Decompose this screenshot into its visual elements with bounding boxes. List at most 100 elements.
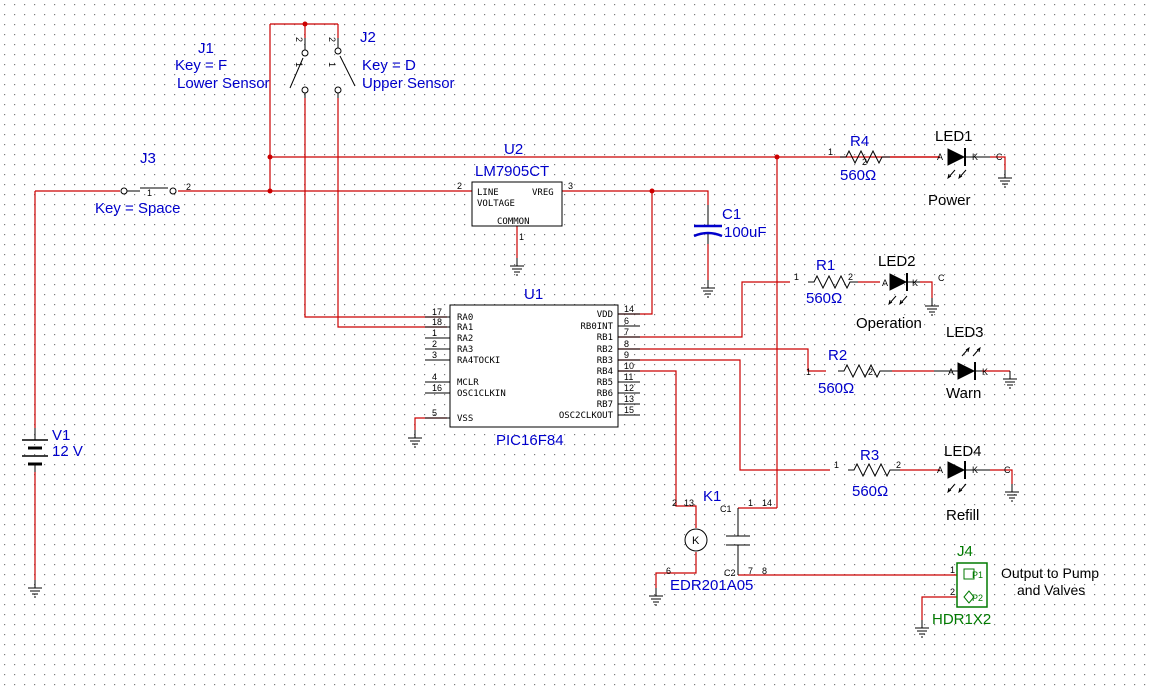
led1[interactable]: A K C LED1 Power bbox=[928, 128, 1013, 209]
u1-pin-name: MCLR bbox=[457, 378, 479, 388]
led4[interactable]: A K C LED4 Refill bbox=[937, 443, 1020, 524]
wires bbox=[34, 21, 1013, 620]
k1-pin-7: 7 bbox=[748, 566, 753, 576]
k1-pin-13: 13 bbox=[684, 498, 694, 508]
switch-j1[interactable]: 2 1 J1 Key = F Lower Sensor bbox=[175, 37, 309, 98]
u1-pin-name: RB5 bbox=[597, 378, 613, 388]
led4-cathode: K bbox=[972, 465, 978, 475]
u1-pin-name: RB1 bbox=[597, 333, 613, 343]
j3-ref: J3 bbox=[140, 150, 156, 167]
r4-value: 560Ω bbox=[840, 167, 876, 184]
u1-pin-number: 8 bbox=[624, 339, 629, 349]
u1-pin-number: 7 bbox=[624, 327, 629, 337]
led3-anode: A bbox=[948, 367, 954, 377]
c1-value: 100uF bbox=[724, 224, 767, 241]
j1-name: Lower Sensor bbox=[177, 75, 270, 92]
u2-pin-1: 1 bbox=[519, 232, 524, 242]
led4-anode: A bbox=[937, 465, 943, 475]
u1-pin-number: 1 bbox=[432, 328, 437, 338]
resistor-r4[interactable]: 1 2 R4 560Ω bbox=[828, 133, 890, 184]
v1-ref: V1 bbox=[52, 427, 70, 444]
switch-j3[interactable]: 1 2 J3 Key = Space bbox=[95, 150, 191, 217]
j1-ref: J1 bbox=[198, 40, 214, 57]
j1-pin-1: 1 bbox=[294, 62, 304, 67]
j2-key: Key = D bbox=[362, 57, 416, 74]
r2-value: 560Ω bbox=[818, 380, 854, 397]
u1-part: PIC16F84 bbox=[496, 432, 564, 449]
r4-pin-2: 2 bbox=[862, 157, 867, 167]
j4-note-line2: and Valves bbox=[1017, 582, 1085, 598]
u1-pin-name: VSS bbox=[457, 414, 473, 424]
regulator-u2[interactable]: U2 LM7905CT LINE VOLTAGE VREG COMMON 2 3… bbox=[457, 141, 573, 276]
u1-pin-name: VDD bbox=[597, 310, 613, 320]
led4-name: Refill bbox=[946, 507, 979, 524]
led1-anode: A bbox=[937, 152, 943, 162]
u2-voltage-label: VOLTAGE bbox=[477, 199, 515, 209]
j2-pin-2: 2 bbox=[327, 37, 337, 42]
u1-pin-number: 4 bbox=[432, 372, 437, 382]
u1-pin-number: 17 bbox=[432, 307, 442, 317]
led4-ref: LED4 bbox=[944, 443, 982, 460]
u1-pin-number: 2 bbox=[432, 339, 437, 349]
u1-pin-number: 5 bbox=[432, 408, 437, 418]
u1-pin-number: 13 bbox=[624, 394, 634, 404]
u2-common-label: COMMON bbox=[497, 217, 530, 227]
resistor-r1[interactable]: 1 2 R1 560Ω bbox=[794, 257, 858, 307]
relay-k1[interactable]: K K1 EDR201A05 2 13 1 14 6 7 8 C1 C2 bbox=[648, 488, 772, 606]
u2-pin-3: 3 bbox=[568, 181, 573, 191]
k1-pin-14: 14 bbox=[762, 498, 772, 508]
battery-v1[interactable]: V1 12 V bbox=[22, 427, 83, 598]
j2-ref: J2 bbox=[360, 29, 376, 46]
u1-ref: U1 bbox=[524, 286, 543, 303]
u1-pin-number: 15 bbox=[624, 405, 634, 415]
microcontroller-u1[interactable]: U1 PIC16F84 17RA018RA11RA22RA33RA4TOCKI4… bbox=[407, 286, 640, 449]
led4-c: C bbox=[1004, 465, 1011, 475]
u2-pin-2: 2 bbox=[457, 181, 462, 191]
led3[interactable]: A K LED3 Warn bbox=[934, 324, 1018, 402]
k1-symbol: K bbox=[692, 535, 700, 547]
u1-pin-name: OSC1CLKIN bbox=[457, 389, 506, 399]
u1-pin-name: RA4TOCKI bbox=[457, 356, 500, 366]
led2-c: C bbox=[938, 273, 945, 283]
resistor-r2[interactable]: 1 2 R2 560Ω bbox=[806, 347, 892, 397]
j4-note-line1: Output to Pump bbox=[1001, 565, 1099, 581]
k1-pin-6: 6 bbox=[666, 566, 671, 576]
c1-ref: C1 bbox=[722, 206, 741, 223]
u1-pin-number: 12 bbox=[624, 383, 634, 393]
resistor-r3[interactable]: 1 2 R3 560Ω bbox=[834, 447, 901, 500]
led4-light-icon bbox=[947, 483, 967, 494]
v1-value: 12 V bbox=[52, 443, 83, 460]
capacitor-c1[interactable]: C1 100uF bbox=[693, 205, 767, 298]
u1-pin-name: RA3 bbox=[457, 345, 473, 355]
r2-pin-1: 1 bbox=[806, 367, 811, 377]
u1-pin-name: RB4 bbox=[597, 367, 613, 377]
r3-pin-1: 1 bbox=[834, 460, 839, 470]
r3-pin-2: 2 bbox=[896, 460, 901, 470]
u1-pin-number: 6 bbox=[624, 316, 629, 326]
u1-pin-number: 10 bbox=[624, 361, 634, 371]
u1-pin-name: RB6 bbox=[597, 389, 613, 399]
led1-light-icon bbox=[947, 169, 967, 180]
r3-value: 560Ω bbox=[852, 483, 888, 500]
j4-pin-1: 1 bbox=[950, 565, 955, 575]
led2[interactable]: A K C LED2 Operation bbox=[856, 253, 945, 332]
j4-pin1-label: P1 bbox=[972, 570, 983, 580]
u1-pin-number: 3 bbox=[432, 350, 437, 360]
j3-key: Key = Space bbox=[95, 200, 180, 217]
u2-vreg-label: VREG bbox=[532, 188, 554, 198]
j1-pin-2: 2 bbox=[294, 37, 304, 42]
switch-j2[interactable]: 2 1 J2 Key = D Upper Sensor bbox=[327, 29, 455, 98]
r2-ref: R2 bbox=[828, 347, 847, 364]
u2-ref: U2 bbox=[504, 141, 523, 158]
u1-pin-number: 9 bbox=[624, 350, 629, 360]
led1-name: Power bbox=[928, 192, 971, 209]
k1-part: EDR201A05 bbox=[670, 577, 753, 594]
j3-pin-2: 2 bbox=[186, 182, 191, 192]
led3-name: Warn bbox=[946, 385, 981, 402]
led1-c: C bbox=[996, 152, 1003, 162]
k1-pin-8: 8 bbox=[762, 566, 767, 576]
u1-pin-name: RB0INT bbox=[580, 322, 613, 332]
header-j4[interactable]: P1 P2 1 2 J4 HDR1X2 Output to Pump and V… bbox=[914, 543, 1099, 638]
k1-ref: K1 bbox=[703, 488, 721, 505]
